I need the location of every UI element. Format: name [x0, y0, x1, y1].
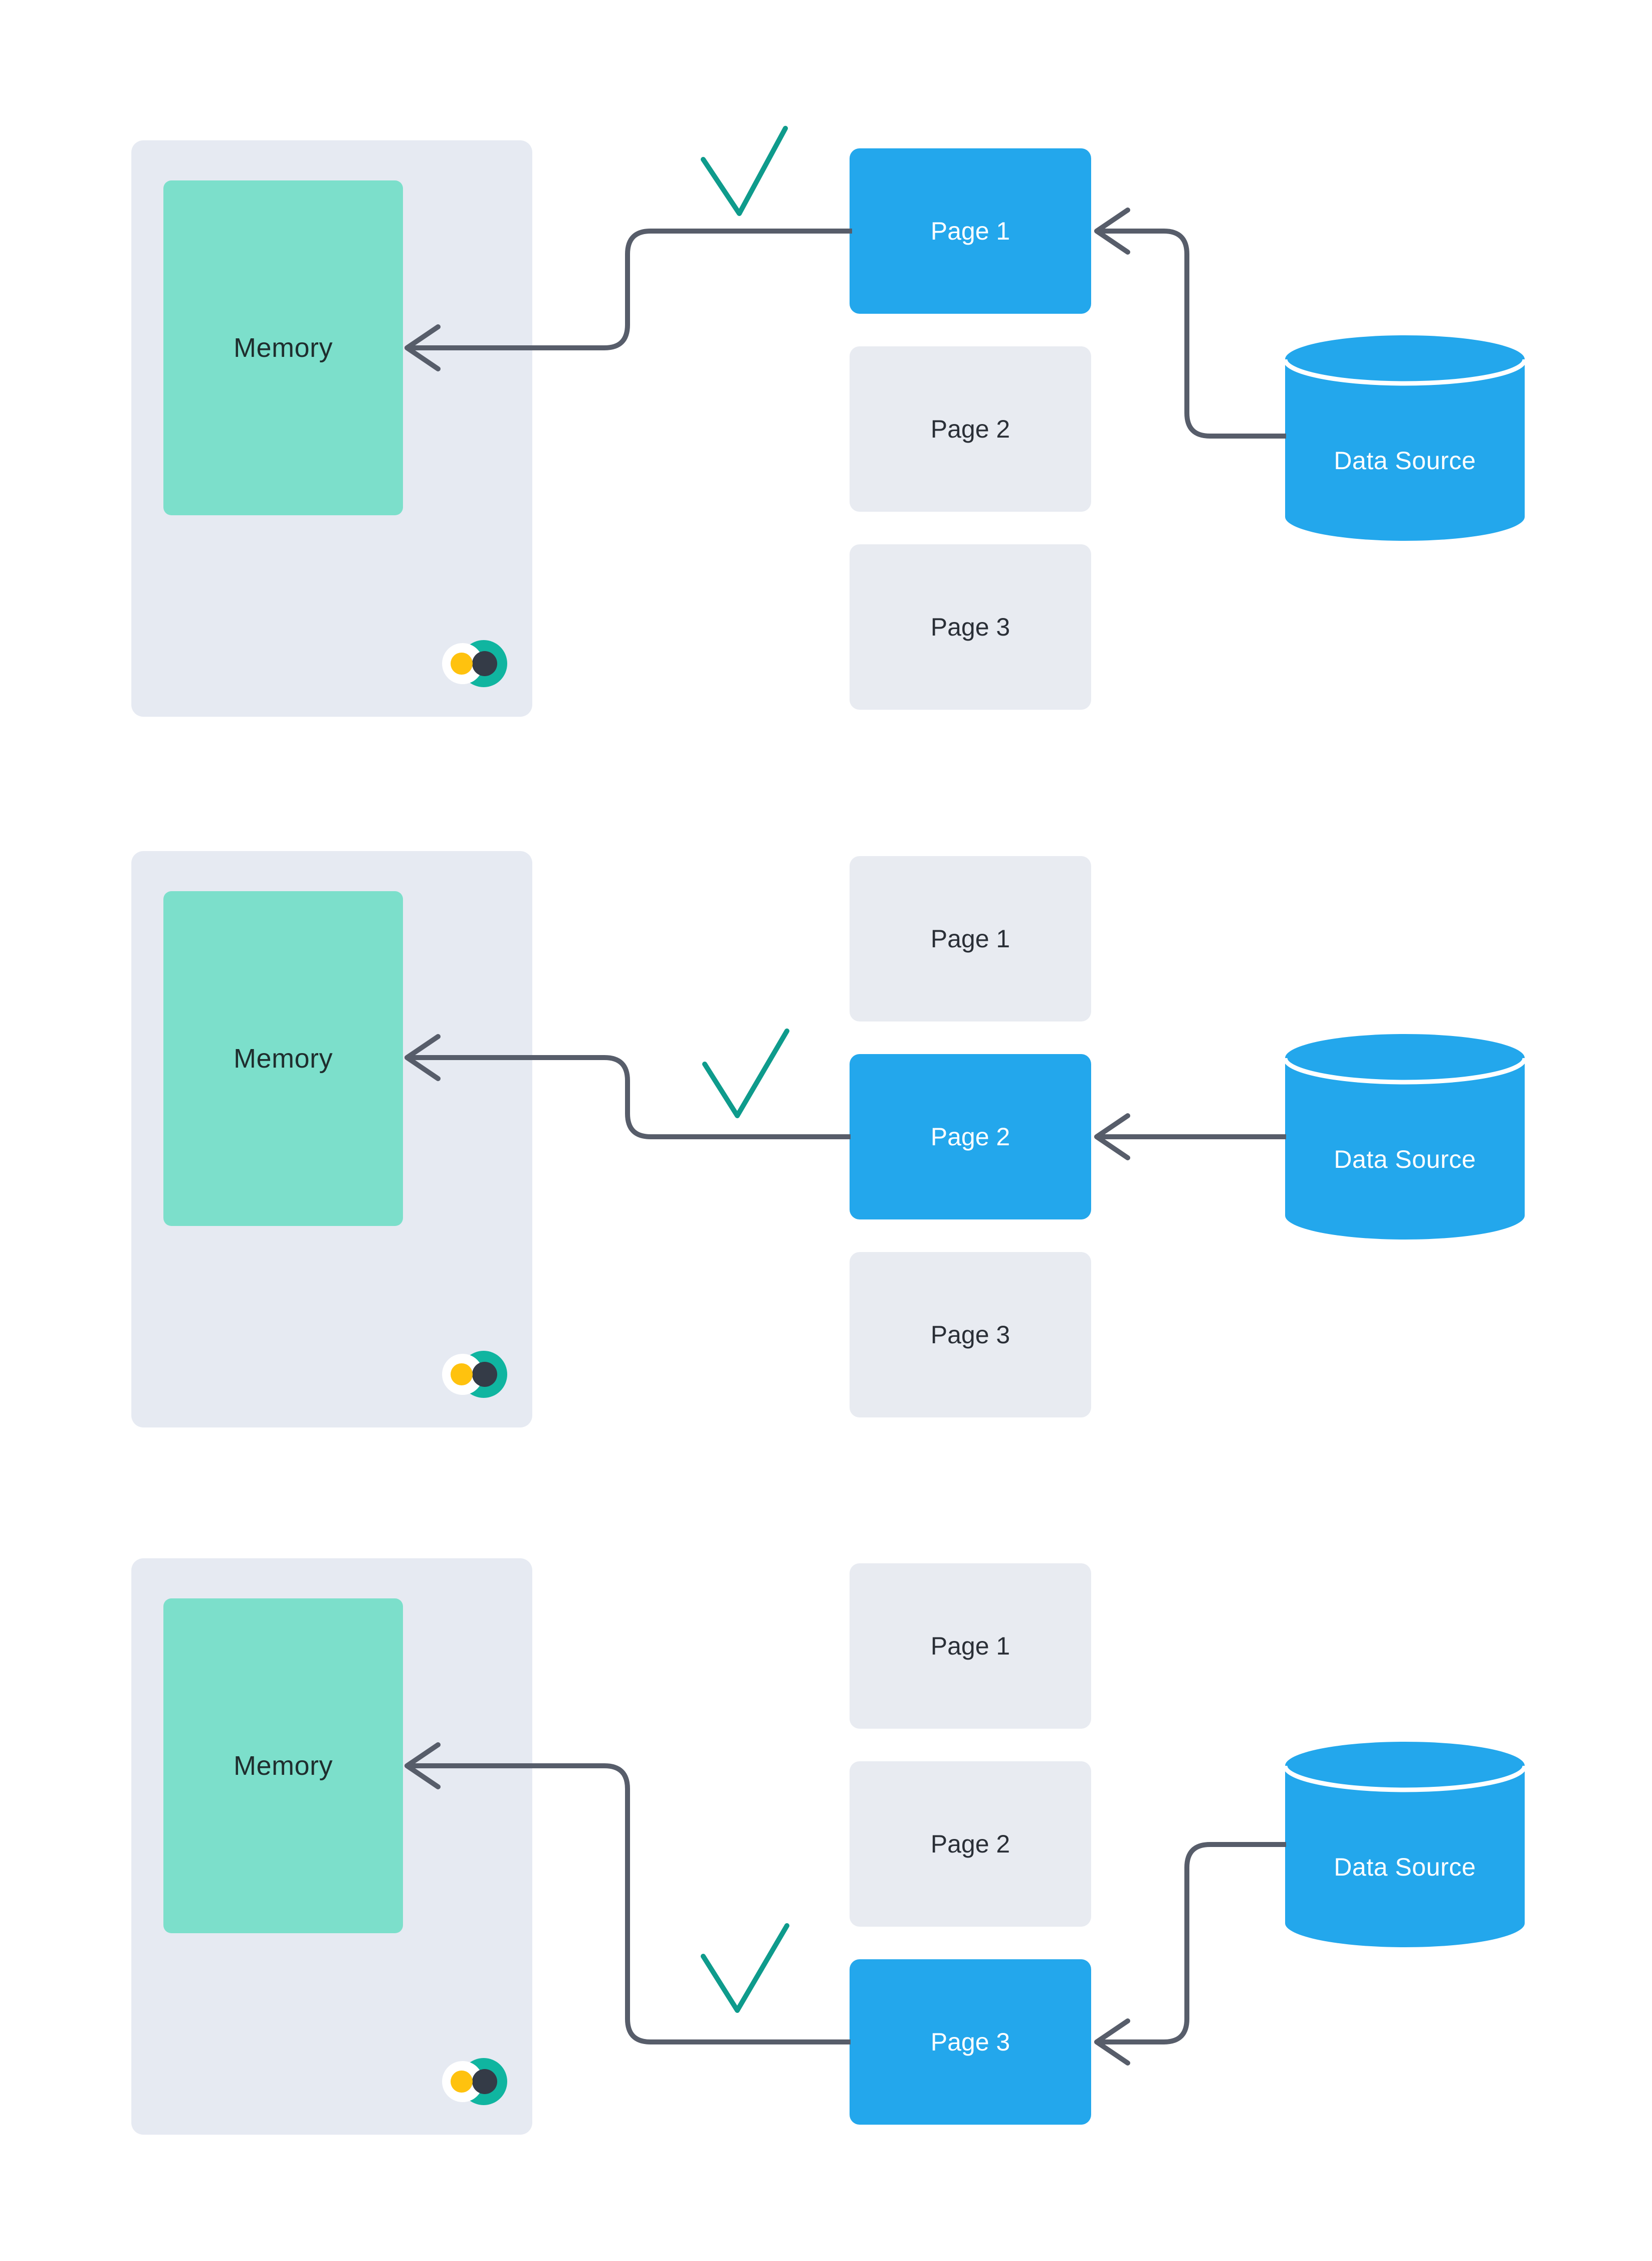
page-card-row3-page2: Page 2: [850, 1761, 1091, 1927]
checkmark-icon-row2: [702, 1029, 789, 1118]
memory-box-row2: Memory: [163, 891, 403, 1226]
logo-yellow-circle: [451, 2071, 473, 2093]
page-card-row1-page1: Page 1: [850, 148, 1091, 314]
page-card-row2-page3: Page 3: [850, 1252, 1091, 1417]
eclipse-logo-icon: [439, 1350, 509, 1398]
cylinder-body: [1285, 1058, 1525, 1240]
logo-navy-circle: [472, 2069, 497, 2094]
checkmark-icon-row1: [701, 126, 788, 216]
data-source-cylinder-row2: Data Source: [1283, 1034, 1527, 1240]
cylinder-body: [1285, 1766, 1525, 1947]
cylinder-lid: [1285, 335, 1525, 383]
memory-box-row3: Memory: [163, 1598, 403, 1933]
memory-panel-row2: Memory: [131, 851, 532, 1427]
memory-label: Memory: [233, 1044, 333, 1074]
memory-label: Memory: [233, 333, 333, 363]
cylinder-lid-line: [1283, 1058, 1527, 1085]
page-card-row1-page3: Page 3: [850, 544, 1091, 710]
arrow-line: [1099, 1842, 1286, 2044]
checkmark-icon-row3: [701, 1923, 789, 2013]
page-card-row3-page3: Page 3: [850, 1959, 1091, 2125]
arrow-line: [1099, 229, 1286, 439]
data-source-cylinder-row1: Data Source: [1283, 335, 1527, 541]
data-source-label: Data Source: [1334, 1853, 1476, 1881]
data-source-cylinder-row3: Data Source: [1283, 1742, 1527, 1947]
data-source-label: Data Source: [1334, 447, 1476, 475]
eclipse-logo-icon: [439, 640, 509, 688]
arrow-datasource-to-page3-row3: [1094, 1842, 1286, 2066]
page-card-row1-page2: Page 2: [850, 346, 1091, 512]
memory-label: Memory: [233, 1751, 333, 1781]
cylinder-body: [1285, 359, 1525, 541]
page-card-row2-page1: Page 1: [850, 856, 1091, 1021]
page-card-row2-page2: Page 2: [850, 1054, 1091, 1219]
eclipse-logo-icon: [439, 2058, 509, 2106]
arrowhead-left-icon: [1094, 2018, 1130, 2066]
memory-panel-row1: Memory: [131, 140, 532, 717]
cylinder-lid-line: [1283, 359, 1527, 386]
arrow-datasource-to-page2-row2: [1094, 1113, 1286, 1160]
logo-navy-circle: [472, 1362, 497, 1387]
memory-box-row1: Memory: [163, 180, 403, 515]
arrowhead-left-icon: [1094, 208, 1130, 255]
logo-navy-circle: [472, 651, 497, 676]
cylinder-lid: [1285, 1034, 1525, 1082]
logo-yellow-circle: [451, 1363, 473, 1385]
memory-panel-row3: Memory: [131, 1558, 532, 2135]
page-card-row3-page1: Page 1: [850, 1563, 1091, 1729]
data-source-label: Data Source: [1334, 1145, 1476, 1173]
cylinder-lid-line: [1283, 1765, 1527, 1792]
logo-yellow-circle: [451, 653, 473, 675]
cylinder-lid: [1285, 1742, 1525, 1790]
arrowhead-left-icon: [1094, 1113, 1130, 1160]
arrow-datasource-to-page1-row1: [1094, 208, 1286, 439]
